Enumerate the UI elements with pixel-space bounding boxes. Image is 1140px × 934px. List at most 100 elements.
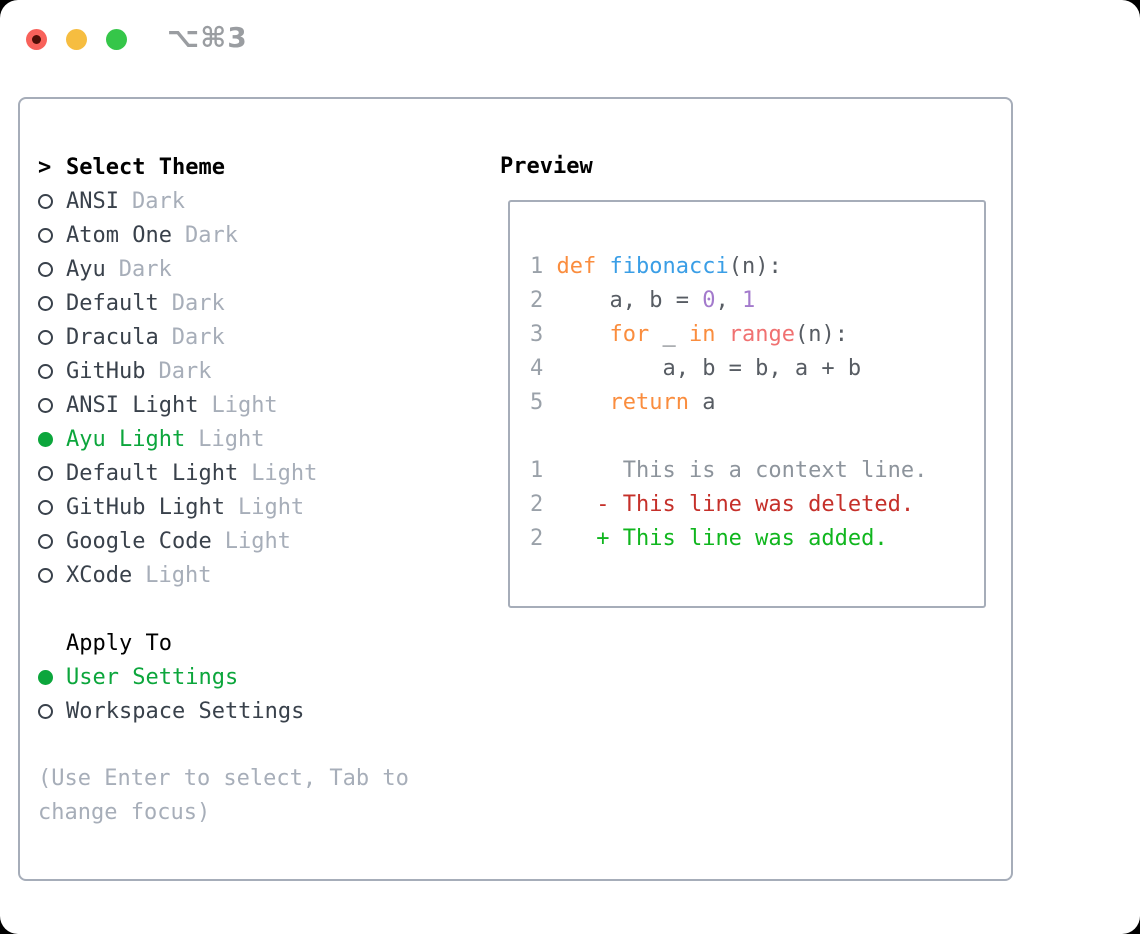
theme-option[interactable]: Dracula Dark xyxy=(38,320,409,354)
theme-option[interactable]: XCode Light xyxy=(38,558,409,592)
spacer xyxy=(38,592,409,626)
titlebar: ⌥⌘3 xyxy=(0,0,1140,97)
keyboard-hint-line-1: (Use Enter to select, Tab to xyxy=(38,766,409,791)
code-line: 1 This is a context line. xyxy=(530,454,984,488)
code-token-kw: in xyxy=(688,322,716,347)
option-label: Default xyxy=(66,290,159,316)
code-token-add: + This line was added. xyxy=(556,526,888,551)
select-theme-title: Select Theme xyxy=(66,154,225,180)
close-button[interactable] xyxy=(26,29,47,50)
code-line: 4 a, b = b, a + b xyxy=(530,352,984,386)
code-token-pl xyxy=(557,322,610,347)
code-line: 3 for _ in range(n): xyxy=(530,318,984,352)
code-line: 1 def fibonacci(n): xyxy=(530,250,984,284)
code-token-lit: 1 xyxy=(741,288,756,313)
option-label: GitHub Light xyxy=(66,494,225,520)
line-number: 1 xyxy=(530,458,557,483)
theme-variant-tag: Light xyxy=(198,426,265,452)
code-token-fn: fibonacci xyxy=(609,254,729,279)
line-number: 3 xyxy=(530,322,557,347)
theme-option[interactable]: Default Dark xyxy=(38,286,409,320)
zoom-button[interactable] xyxy=(106,29,127,50)
radio-icon xyxy=(38,261,53,277)
theme-option[interactable]: Google Code Light xyxy=(38,524,409,558)
select-theme-header: > Select Theme xyxy=(38,150,409,184)
option-label: Ayu xyxy=(66,256,106,282)
code-token-kw: return xyxy=(609,390,689,415)
radio-icon xyxy=(38,193,53,209)
theme-option[interactable]: GitHub Dark xyxy=(38,354,409,388)
option-label: Workspace Settings xyxy=(66,698,305,724)
line-number: 5 xyxy=(530,390,557,415)
apply-to-option[interactable]: Workspace Settings xyxy=(38,694,409,728)
theme-option[interactable]: Default Light Light xyxy=(38,456,409,490)
apply-to-header: Apply To xyxy=(38,626,409,660)
code-token-pl: (n): xyxy=(728,254,782,279)
traffic-lights xyxy=(26,29,127,50)
radio-icon xyxy=(38,397,53,413)
code-token-kw: for xyxy=(609,322,650,347)
option-label: Ayu Light xyxy=(66,426,186,452)
theme-option[interactable]: Ayu Dark xyxy=(38,252,409,286)
code-token-pl xyxy=(557,390,610,415)
code-token-pl: , xyxy=(715,288,742,313)
code-token-ctx: This is a context line. xyxy=(556,458,928,483)
radio-icon xyxy=(38,499,53,515)
line-number: 2 xyxy=(530,492,557,517)
option-label: Default Light xyxy=(66,460,239,486)
line-number: 4 xyxy=(530,356,557,381)
code-line: 2 a, b = 0, 1 xyxy=(530,284,984,318)
option-label: XCode xyxy=(66,562,133,588)
theme-variant-tag: Light xyxy=(224,528,291,554)
radio-icon xyxy=(38,329,53,345)
prompt-caret-icon: > xyxy=(38,154,52,180)
apply-to-option[interactable]: User Settings xyxy=(38,660,409,694)
theme-variant-tag: Dark xyxy=(184,222,238,248)
code-line: 5 return a xyxy=(530,386,984,420)
theme-option[interactable]: Ayu Light Light xyxy=(38,422,409,456)
code-token-pl: _ xyxy=(649,322,689,347)
theme-variant-tag: Dark xyxy=(131,188,185,214)
code-line xyxy=(530,420,984,454)
radio-icon xyxy=(38,363,53,379)
minimize-button[interactable] xyxy=(66,29,87,50)
code-token-pl: (n): xyxy=(794,322,848,347)
keyboard-hint-line-2: change focus) xyxy=(38,800,211,825)
line-number: 2 xyxy=(530,288,557,313)
theme-variant-tag: Dark xyxy=(158,358,212,384)
spacer xyxy=(38,728,409,762)
theme-variant-tag: Dark xyxy=(118,256,172,282)
code-line: 2 + This line was added. xyxy=(530,522,984,556)
option-label: GitHub xyxy=(66,358,146,384)
radio-icon xyxy=(38,567,53,583)
theme-variant-tag: Dark xyxy=(171,290,225,316)
code-token-kw: def xyxy=(556,254,597,279)
radio-icon xyxy=(38,703,53,719)
option-label: Google Code xyxy=(66,528,212,554)
radio-icon xyxy=(38,465,53,481)
line-number: 2 xyxy=(530,526,557,551)
theme-variant-tag: Light xyxy=(251,460,318,486)
code-token-call: range xyxy=(728,322,795,347)
theme-variant-tag: Light xyxy=(211,392,278,418)
theme-variant-tag: Dark xyxy=(171,324,225,350)
code-token-pl: a, b = b, a + b xyxy=(556,356,862,381)
code-token-lit: 0 xyxy=(702,288,716,313)
apply-to-title: Apply To xyxy=(66,630,172,656)
radio-icon xyxy=(38,227,53,243)
option-label: User Settings xyxy=(66,664,239,690)
radio-icon xyxy=(38,295,53,311)
preview-title: Preview xyxy=(500,154,593,179)
option-label: Dracula xyxy=(66,324,159,350)
theme-variant-tag: Light xyxy=(145,562,212,588)
